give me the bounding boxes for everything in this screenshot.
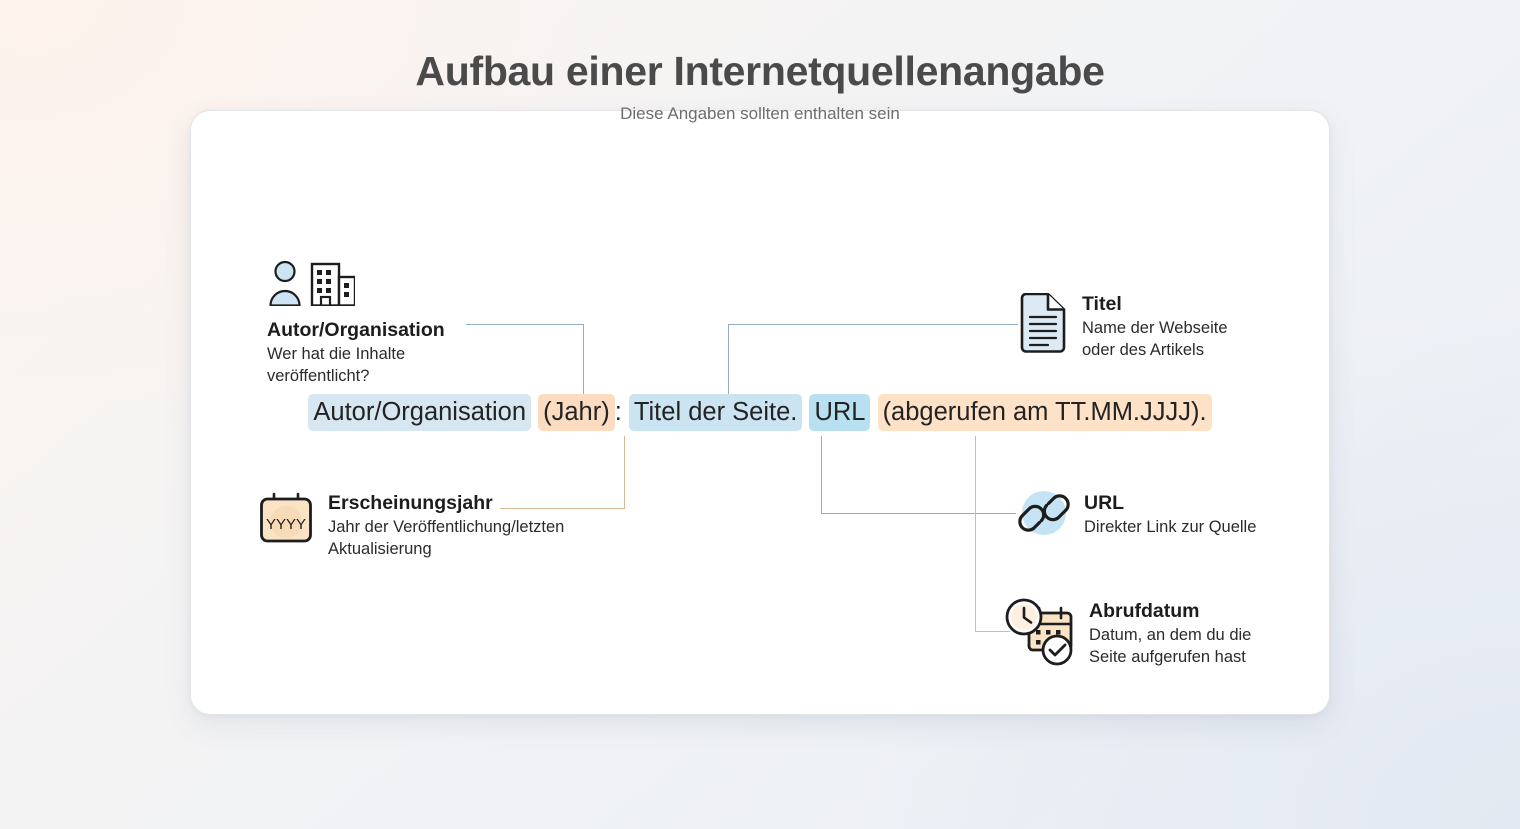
annotation-author-desc-line2: veröffentlicht? — [267, 367, 370, 386]
connector-url-horizontal — [821, 513, 1016, 514]
clock-calendar-check-icon — [1005, 598, 1075, 671]
connector-accessdate-horizontal — [975, 631, 1010, 632]
formula-colon: : — [614, 398, 629, 426]
page-title: Aufbau einer Internetquellenangabe — [415, 48, 1105, 94]
citation-formula: Autor/Organisation (Jahr): Titel der Sei… — [0, 394, 1520, 431]
annotation-title-heading: Titel — [1082, 293, 1122, 315]
annotation-author-desc: Wer hat die Inhalte veröffentlicht? — [267, 344, 445, 388]
person-building-icon — [267, 260, 357, 310]
annotation-accessdate-desc: Datum, an dem du die Seite aufgerufen ha… — [1089, 625, 1251, 669]
annotation-author: Autor/Organisation Wer hat die Inhalte v… — [267, 260, 445, 388]
connector-title-vertical — [728, 324, 729, 400]
annotation-author-desc-line1: Wer hat die Inhalte — [267, 345, 406, 364]
annotation-url-desc-line1: Direkter Link zur Quelle — [1084, 518, 1257, 537]
annotation-url-heading: URL — [1084, 491, 1125, 514]
page-subtitle: Diese Angaben sollten enthalten sein — [620, 104, 900, 123]
annotation-title: Titel Name der Webseite oder des Artikel… — [1018, 292, 1228, 362]
annotation-accessdate: Abrufdatum Datum, an dem du die Seite au… — [1005, 598, 1251, 671]
annotation-title-desc: Name der Webseite oder des Artikels — [1082, 318, 1228, 362]
connector-author-horizontal — [466, 324, 583, 325]
connector-author-vertical — [583, 324, 584, 400]
document-icon — [1018, 292, 1068, 358]
connector-url-vertical — [821, 436, 822, 513]
formula-segment-url: URL — [809, 394, 871, 431]
annotation-year-desc-line1: Jahr der Veröffentlichung/letzten — [328, 518, 565, 537]
formula-segment-title: Titel der Seite. — [628, 394, 803, 431]
annotation-title-desc-line1: Name der Webseite — [1082, 319, 1228, 338]
annotation-author-heading: Autor/Organisation — [267, 319, 445, 341]
formula-space-3 — [870, 398, 877, 426]
annotation-accessdate-heading: Abrufdatum — [1089, 600, 1200, 622]
annotation-year-desc: Jahr der Veröffentlichung/letzten Aktual… — [328, 517, 564, 561]
annotation-accessdate-desc-line2: Seite aufgerufen hast — [1089, 648, 1246, 667]
connector-title-horizontal — [728, 324, 1018, 325]
connector-year-vertical — [624, 436, 625, 508]
annotation-url: URL Direkter Link zur Quelle — [1018, 487, 1256, 544]
connector-accessdate-vertical — [975, 436, 976, 631]
calendar-year-icon: YYYY — [258, 492, 314, 549]
formula-segment-year: (Jahr) — [538, 394, 615, 431]
annotation-title-desc-line2: oder des Artikels — [1082, 341, 1204, 360]
formula-segment-accessdate: (abgerufen am TT.MM.JJJJ). — [877, 394, 1212, 431]
annotation-year-heading: Erscheinungsjahr — [328, 492, 493, 514]
annotation-year: YYYY Erscheinungsjahr Jahr der Veröffent… — [258, 492, 564, 561]
connector-year-horizontal — [500, 508, 625, 509]
formula-segment-author: Autor/Organisation — [308, 394, 532, 431]
svg-text:YYYY: YYYY — [266, 516, 306, 533]
annotation-year-desc-line2: Aktualisierung — [328, 540, 432, 559]
link-chain-icon — [1018, 487, 1070, 544]
annotation-accessdate-desc-line1: Datum, an dem du die — [1089, 626, 1252, 645]
